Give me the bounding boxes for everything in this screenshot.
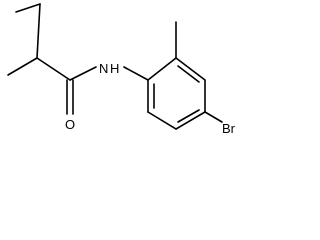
ring-inner-double-bond-1 — [177, 65, 200, 83]
benzene-ring — [147, 57, 206, 130]
bond-ring-bromine — [204, 111, 223, 123]
ring-substituents — [175, 21, 223, 123]
bond-c3-methyl — [7, 57, 38, 76]
bond-c2-c3 — [36, 3, 41, 59]
ring-bond-5 — [147, 111, 177, 130]
bromine-label: Br — [222, 121, 236, 136]
hydrogen-label: H — [110, 61, 119, 76]
structure-canvas: N H O Br — [7, 3, 236, 136]
alpha-carbon-group — [7, 57, 71, 81]
nitrogen-label: N — [99, 61, 108, 76]
ring-bond-4 — [175, 111, 206, 130]
bond-c1-c2 — [15, 3, 41, 13]
ring-inner-double-bond-2 — [177, 109, 200, 123]
ring-bond-1 — [147, 57, 177, 81]
amide-group — [66, 66, 149, 115]
bond-c3-carbonyl — [36, 57, 71, 81]
bond-nitrogen-ring — [123, 66, 149, 81]
ring-bond-2 — [175, 57, 206, 81]
molecule-drawing: N H O Br — [7, 3, 236, 136]
oxygen-label: O — [65, 117, 75, 132]
ethyl-group — [15, 3, 41, 59]
atom-labels: N H O Br — [65, 61, 236, 136]
bond-carbonyl-nitrogen — [69, 66, 97, 81]
